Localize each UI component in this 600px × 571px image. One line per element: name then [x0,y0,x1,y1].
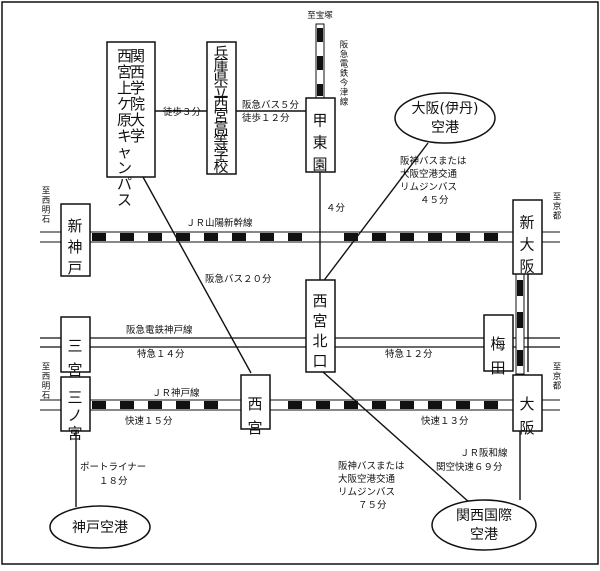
label-nishinomiya-jr: 西宮 [247,395,262,437]
label-hankyu-imazu: 阪急電鉄今津線 [340,41,349,108]
label-umeda: 梅田 [490,335,505,377]
connector-lines [75,110,529,507]
rail-shinkansen [40,231,560,243]
line-kwansei-nishinomiya [142,176,252,374]
label-shin-osaka: 新大阪 [519,214,534,276]
label-itami-airport: 大阪(伊丹)空港 [412,101,479,136]
label-four-min: ４分 [326,203,346,214]
label-itami-bus-2: 大阪空港交通 [400,168,458,180]
label-tokkyu-14: 特急１４分 [137,348,185,360]
label-hankyu-bus-5: 阪急バス５分 [242,99,300,111]
line-kitaguchi-kansai [322,371,471,504]
label-itami-bus-3: リムジンバス [400,182,457,193]
label-walk: 徒歩３分 [163,106,202,118]
box-nishinomiya-kitaguchi [305,279,336,373]
label-itami-bus-4: ４５分 [420,195,449,206]
label-portliner-1: ポートライナー [80,462,146,473]
oval-itami-airport [394,92,496,144]
label-nishinomiya-hs: 兵庫県立西宮高等学校 [213,44,228,175]
label-to-kyoto-1: 至京都 [553,193,562,222]
label-kobe-airport: 神戸空港 [72,520,128,536]
label-kansai-bus-3: リムジンバス [338,487,395,498]
rail-jr-kobe [40,399,560,411]
label-to-nishi-akashi-2: 至西明石 [42,363,51,402]
railways [40,23,560,411]
rail-shinosaka-osaka [515,273,525,375]
label-hankyu-bus-20: 阪急バス２０分 [205,273,272,285]
label-sanyo-shinkansen: ＪＲ山陽新幹線 [186,217,253,229]
box-koutoen [305,97,336,173]
box-nishinomiya-jr [240,374,271,430]
label-sannomiya-hankyu: 三宮 [67,337,82,379]
box-shin-osaka [512,199,543,275]
label-kaisoku-13: 快速１３分 [421,415,469,427]
label-jr-kobe-line: ＪＲ神戸線 [152,387,200,399]
label-tokkyu-12: 特急１２分 [385,348,433,360]
label-itami-bus-1: 阪神バスまたは [400,155,467,167]
label-walk-12: 徒歩１２分 [242,112,290,124]
label-sannomiya-jr: 三ノ宮 [67,388,82,442]
label-koutoen: 甲東園 [312,112,327,174]
label-kwansei: 関西学院大学西宮上ケ原キャンパス [117,47,145,209]
label-shin-kobe: 新神戸 [67,217,82,277]
label-portliner-2: １８分 [99,476,128,487]
box-shin-kobe [60,203,91,277]
label-jr-hanwa-1: ＪＲ阪和線 [460,447,508,459]
label-to-kyoto-2: 至京都 [553,363,562,392]
box-nishinomiya-hs [206,41,237,175]
rail-hankyu-kobe [40,337,560,348]
box-sannomiya-hankyu [60,316,91,373]
label-to-takarazuka: 至宝塚 [307,10,333,21]
label-kansai-bus-2: 大阪空港交通 [338,473,396,485]
label-jr-hanwa-2: 関空快速６９分 [436,461,503,473]
label-kansai-bus-1: 阪神バスまたは [338,460,405,472]
label-kansai-airport: 関西国際空港 [456,508,512,543]
label-kaisoku-15: 快速１５分 [125,415,173,427]
label-hankyu-kobe-line: 阪急電鉄神戸線 [126,324,193,336]
line-itami-kitaguchi [321,142,429,284]
box-sannomiya-jr [60,376,91,432]
box-osaka [512,374,543,432]
box-kwansei [106,41,156,178]
rail-imazu [315,23,325,99]
label-nishinomiya-kitaguchi: 西宮北口 [312,292,327,370]
box-umeda [483,314,514,372]
label-to-nishi-akashi-1: 至西明石 [42,187,51,226]
oval-kansai-airport [431,499,537,551]
oval-kobe-airport [49,505,151,549]
label-osaka: 大阪 [519,395,534,437]
label-kansai-bus-4: ７５分 [358,500,387,511]
